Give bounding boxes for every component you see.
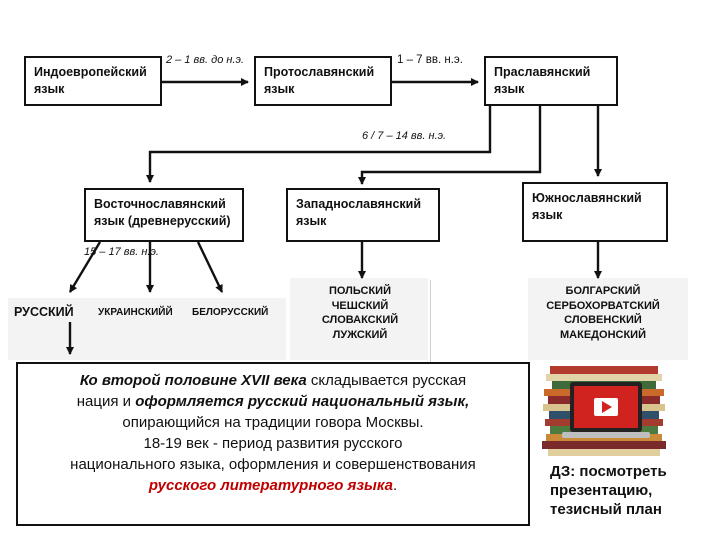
homework-line-3: тезисный план bbox=[550, 501, 662, 518]
language-slovak: СЛОВАКСКИЙ bbox=[321, 314, 399, 326]
arrow-east-belarusian bbox=[196, 241, 224, 293]
language-russian: РУССКИЙ bbox=[14, 305, 74, 319]
west-languages-panel bbox=[290, 278, 428, 360]
info-line-6-end: . bbox=[392, 477, 398, 494]
box-pra-slavic: Праславянский язык bbox=[484, 56, 618, 106]
info-line-1-emphasis: Ко второй половине XVII века bbox=[79, 372, 307, 389]
east-languages-panel bbox=[8, 298, 286, 360]
info-line-2-emphasis: оформляется русский национальный язык, bbox=[135, 393, 470, 410]
box-indo-european-line2: язык bbox=[34, 82, 65, 96]
label-proto-pra-period: 1 – 7 вв. н.э. bbox=[397, 54, 463, 66]
box-indo-european-line1: Индоевропейский bbox=[34, 65, 147, 79]
west-languages-list: ПОЛЬСКИЙ ЧЕШСКИЙ СЛОВАКСКИЙ ЛУЖСКИЙ bbox=[300, 284, 420, 342]
homework-line-1: ДЗ: посмотреть bbox=[550, 463, 667, 480]
box-indo-european: Индоевропейский язык bbox=[24, 56, 162, 106]
homework-line-2: презентацию, bbox=[550, 482, 653, 499]
box-east-slavic-line1: Восточнославянский bbox=[94, 197, 226, 211]
info-line-1-rest: складывается русская bbox=[306, 372, 467, 389]
info-line-4: 18-19 век - период развития русского bbox=[143, 435, 403, 452]
label-east-split-period: 15 – 17 вв. н.э. bbox=[84, 246, 159, 258]
info-text-box: Ко второй половине XVII века складываетс… bbox=[16, 362, 530, 526]
separator-line bbox=[430, 280, 431, 380]
box-west-slavic-line1: Западнославянский bbox=[296, 197, 422, 211]
box-west-slavic: Западнославянский язык bbox=[286, 188, 440, 242]
box-east-slavic-line2: язык (древнерусский) bbox=[94, 214, 231, 228]
box-proto-slavic: Протославянский язык bbox=[254, 56, 392, 106]
box-pra-slavic-line2: язык bbox=[494, 82, 525, 96]
box-south-slavic: Южнославянский язык bbox=[522, 182, 668, 242]
box-proto-slavic-line2: язык bbox=[264, 82, 295, 96]
language-bulgarian: БОЛГАРСКИЙ bbox=[565, 285, 641, 297]
info-line-3: опирающийся на традиции говора Москвы. bbox=[122, 414, 424, 431]
info-line-6-highlight: русского литературного языка bbox=[148, 477, 393, 494]
info-line-1: Ко второй половине XVII века складываетс… bbox=[18, 370, 528, 391]
box-south-slavic-line1: Южнославянский bbox=[532, 191, 642, 205]
south-languages-list: БОЛГАРСКИЙ СЕРБОХОРВАТСКИЙ СЛОВЕНСКИЙ МА… bbox=[528, 284, 678, 342]
box-proto-slavic-line1: Протославянский bbox=[264, 65, 375, 79]
language-czech: ЧЕШСКИЙ bbox=[331, 299, 389, 312]
arrow-east-russian bbox=[68, 241, 102, 293]
books-and-laptop-video-icon bbox=[542, 366, 666, 456]
arrow-pra-east bbox=[146, 106, 492, 183]
language-ukrainian: УКРАИНСКИЙЙ bbox=[98, 307, 173, 318]
language-sorbian: ЛУЖСКИЙ bbox=[332, 328, 388, 341]
label-split-period: 6 / 7 – 14 вв. н.э. bbox=[362, 130, 447, 142]
box-pra-slavic-line1: Праславянский bbox=[494, 65, 591, 79]
arrow-pra-west bbox=[358, 106, 542, 185]
language-polish: ПОЛЬСКИЙ bbox=[328, 285, 391, 297]
box-west-slavic-line2: язык bbox=[296, 214, 327, 228]
south-languages-panel bbox=[528, 278, 688, 360]
box-east-slavic: Восточнославянский язык (древнерусский) bbox=[84, 188, 244, 242]
label-indo-proto-period: 2 – 1 вв. до н.э. bbox=[166, 54, 244, 66]
language-belarusian: БЕЛОРУССКИЙ bbox=[192, 307, 269, 318]
language-serbocroatian: СЕРБОХОРВАТСКИЙ bbox=[546, 299, 660, 312]
language-macedonian: МАКЕДОНСКИЙ bbox=[560, 328, 646, 341]
box-south-slavic-line2: язык bbox=[532, 208, 563, 222]
info-line-2: нация и оформляется русский национальный… bbox=[18, 391, 528, 412]
info-line-6: русского литературного языка. bbox=[18, 475, 528, 496]
homework-note: ДЗ: посмотреть презентацию, тезисный пла… bbox=[550, 462, 667, 519]
info-line-5: национального языка, оформления и соверш… bbox=[70, 456, 476, 473]
info-line-2-start: нация и bbox=[76, 393, 136, 410]
language-slovenian: СЛОВЕНСКИЙ bbox=[564, 314, 642, 326]
